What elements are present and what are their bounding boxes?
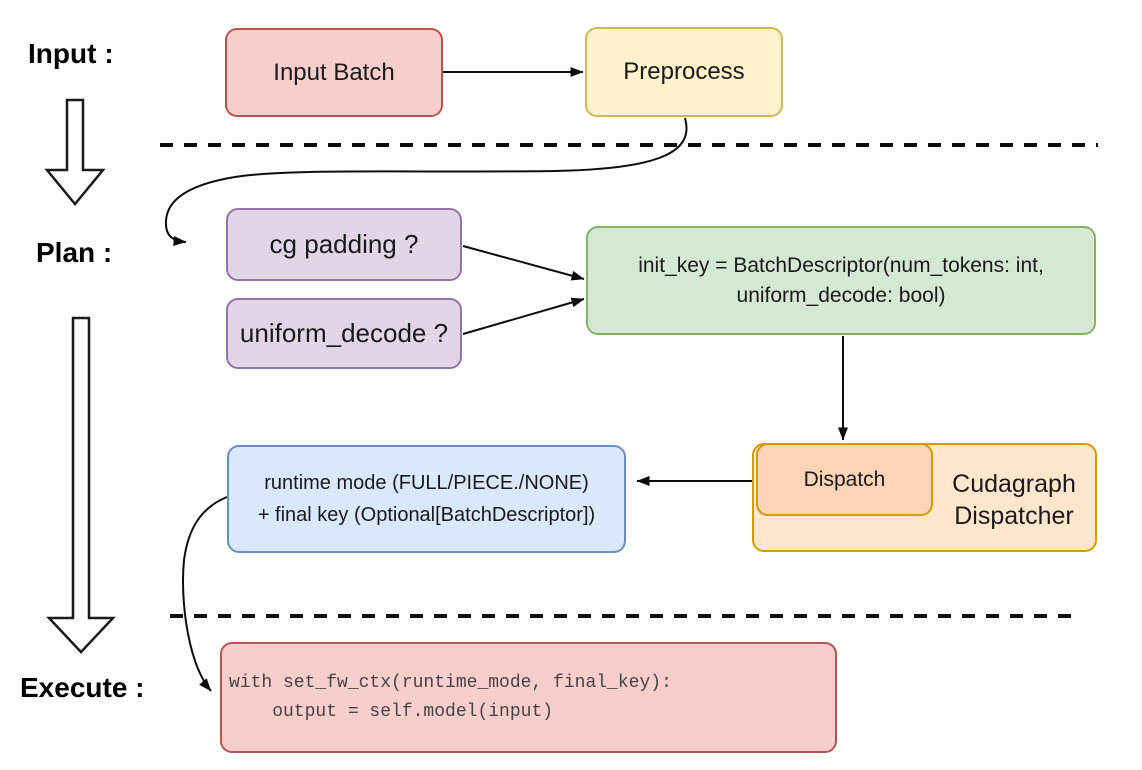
runtime-result-node: runtime mode (FULL/PIECE./NONE) + final … [227, 445, 626, 553]
runtime-result-line-2: + final key (Optional[BatchDescriptor]) [257, 504, 596, 526]
uniform-decode-node: uniform_decode ? [226, 298, 462, 369]
init-key-line-2: uniform_decode: bool) [736, 283, 946, 307]
block-arrow-plan-to-execute-icon [46, 316, 116, 654]
arrow-runtime-result-to-execute-code [182, 496, 228, 692]
init-key-line-1: init_key = BatchDescriptor(num_tokens: i… [638, 253, 1044, 277]
runtime-result-line-1: runtime mode (FULL/PIECE./NONE) [264, 472, 589, 494]
cg-padding-label: cg padding ? [269, 229, 419, 259]
arrow-uniform-decode-to-init-key [462, 297, 585, 335]
execute-code-line-1: with set_fw_ctx(runtime_mode, final_key)… [229, 672, 672, 693]
input-batch-label: Input Batch [273, 58, 395, 86]
dispatch-node: Dispatch [756, 443, 933, 516]
preprocess-label: Preprocess [623, 58, 745, 85]
preprocess-node: Preprocess [585, 27, 783, 117]
execute-code-node: with set_fw_ctx(runtime_mode, final_key)… [220, 642, 837, 753]
arrow-cg-padding-to-init-key [462, 245, 585, 281]
execute-code-line-2: output = self.model(input) [229, 701, 554, 722]
init-key-node: init_key = BatchDescriptor(num_tokens: i… [586, 226, 1096, 335]
arrow-preprocess-to-cg-padding [164, 117, 688, 246]
cudagraph-dispatcher-line-2: Dispatcher [954, 501, 1074, 530]
stage-label-execute: Execute : [20, 672, 145, 703]
dispatch-label: Dispatch [803, 467, 886, 491]
cg-padding-node: cg padding ? [226, 208, 462, 281]
uniform-decode-label: uniform_decode ? [239, 318, 449, 348]
cudagraph-dispatcher-label: Cudagraph Dispatcher [933, 447, 1095, 552]
input-batch-node: Input Batch [225, 28, 443, 117]
stage-label-input: Input : [28, 38, 114, 69]
stage-label-plan: Plan : [36, 237, 113, 268]
block-arrow-input-to-plan-icon [44, 98, 106, 206]
cudagraph-dispatcher-line-1: Cudagraph [952, 469, 1076, 498]
